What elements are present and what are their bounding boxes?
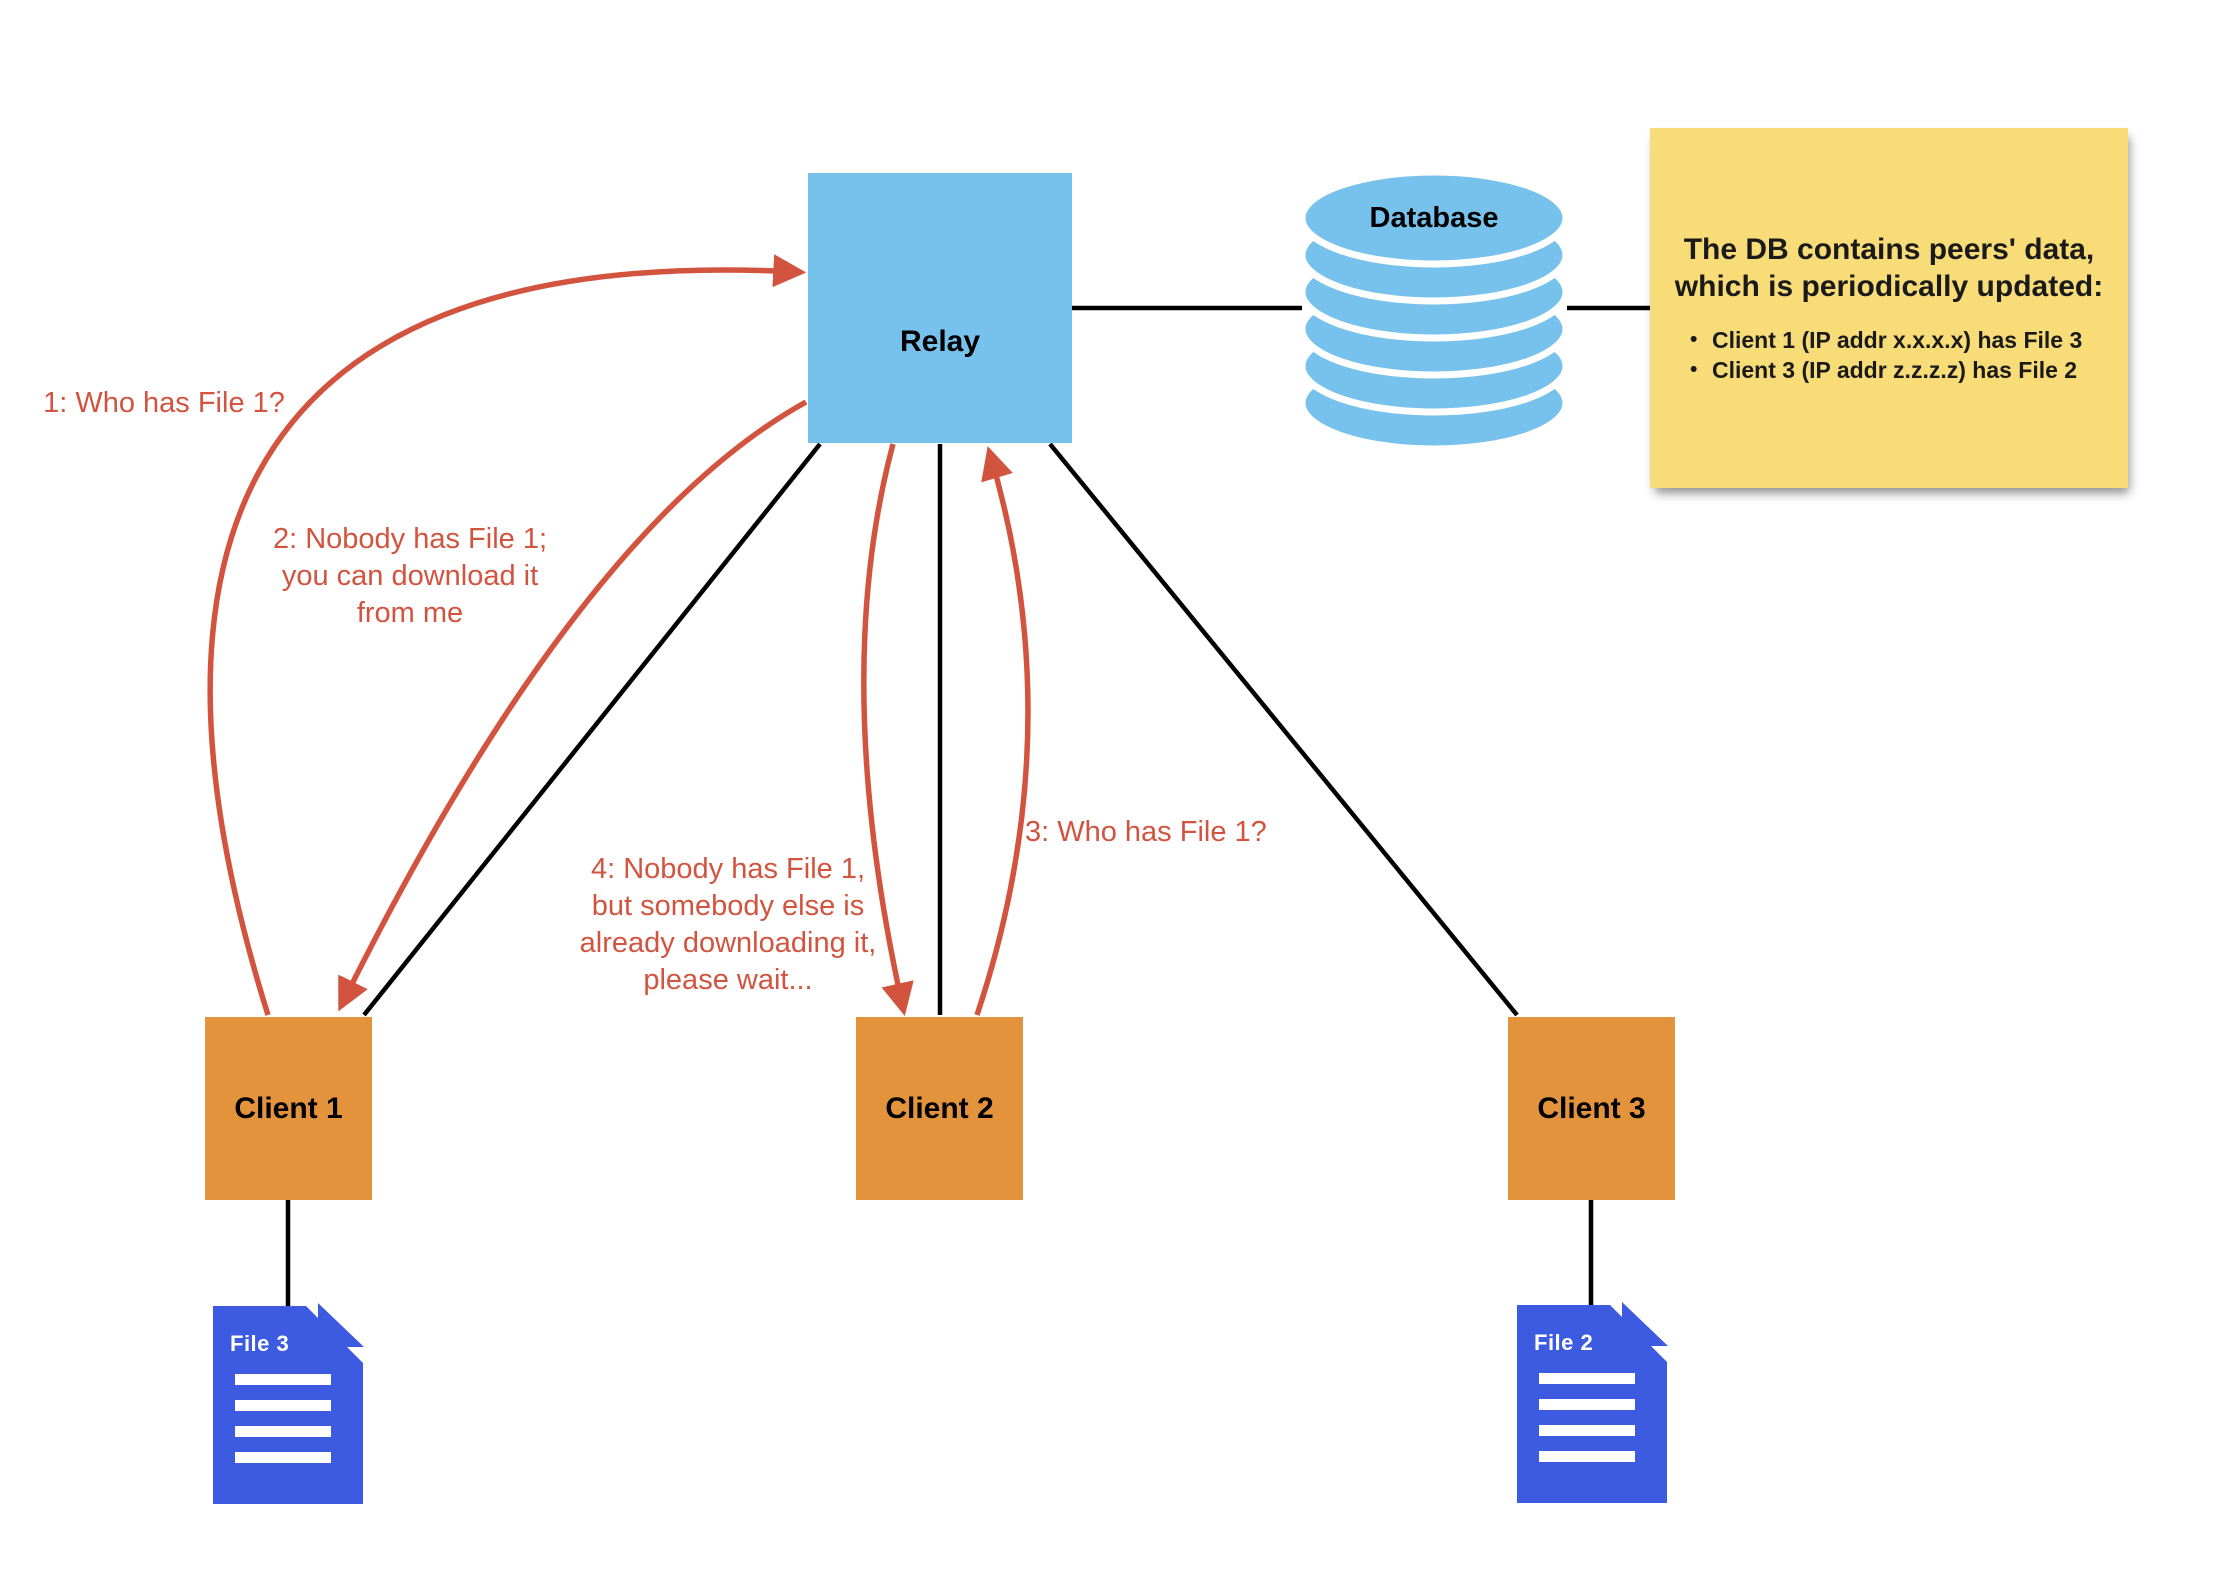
- message-2-label: 2: Nobody has File 1; you can download i…: [272, 523, 548, 629]
- database-label: Database: [1369, 202, 1499, 234]
- edge-relay-client1: [362, 442, 822, 1017]
- client1-label: Client 1: [234, 1091, 343, 1125]
- sticky-note: The DB contains peers' data, which is pe…: [1650, 128, 2128, 488]
- document-icon: [213, 1303, 364, 1504]
- client2-label: Client 2: [885, 1091, 994, 1125]
- arrow-msg3-client2-to-relay: [974, 446, 1031, 1016]
- file3-label: File 3: [230, 1331, 290, 1356]
- sticky-note-title: The DB contains peers' data, which is pe…: [1674, 233, 2104, 303]
- node-client1: Client 1: [205, 1017, 372, 1200]
- file2-icon: File 2: [1512, 1302, 1672, 1508]
- arrow-msg1-client1-to-relay: [207, 254, 807, 1016]
- sticky-note-bullet: Client 1 (IP addr x.x.x.x) has File 3: [1690, 325, 2104, 355]
- file3-icon: File 3: [208, 1303, 368, 1509]
- arrow-msg2-relay-to-client1: [338, 399, 808, 1012]
- message-3-label: 3: Who has File 1?: [1025, 816, 1267, 848]
- relay-label: Relay: [899, 325, 981, 358]
- node-client2: Client 2: [856, 1017, 1023, 1200]
- node-client3: Client 3: [1508, 1017, 1675, 1200]
- file2-label: File 2: [1534, 1330, 1594, 1355]
- sticky-note-bullet: Client 3 (IP addr z.z.z.z) has File 2: [1690, 355, 2104, 385]
- document-icon: [1517, 1302, 1668, 1503]
- edge-relay-client3: [1048, 442, 1519, 1017]
- database-icon: [1298, 168, 1570, 453]
- sticky-note-bullet-list: Client 1 (IP addr x.x.x.x) has File 3 Cl…: [1674, 325, 2104, 385]
- node-relay: Relay: [808, 173, 1072, 443]
- arrow-msg4-relay-to-client2: [861, 443, 914, 1017]
- message-1-label: 1: Who has File 1?: [43, 387, 285, 419]
- message-4-label: 4: Nobody has File 1, but somebody else …: [579, 853, 877, 996]
- client3-label: Client 3: [1537, 1091, 1646, 1125]
